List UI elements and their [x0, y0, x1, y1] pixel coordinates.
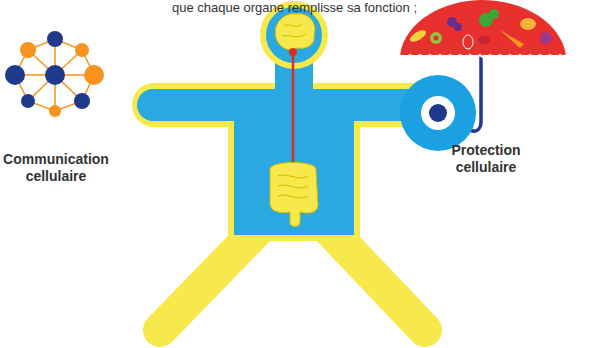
brain [275, 14, 315, 50]
caption-label: Protection cellulaire [438, 142, 534, 176]
caption-label: Communication cellulaire [0, 151, 112, 185]
intro-text: que chaque organe remplisse sa fonction … [172, 0, 472, 16]
human-body [135, 4, 441, 330]
gut-brain-link [289, 48, 297, 172]
umbrella [400, 0, 566, 131]
network-nodes [5, 31, 104, 117]
cell-network [15, 39, 94, 111]
intestines [270, 163, 318, 227]
cell-symbol [400, 75, 476, 151]
